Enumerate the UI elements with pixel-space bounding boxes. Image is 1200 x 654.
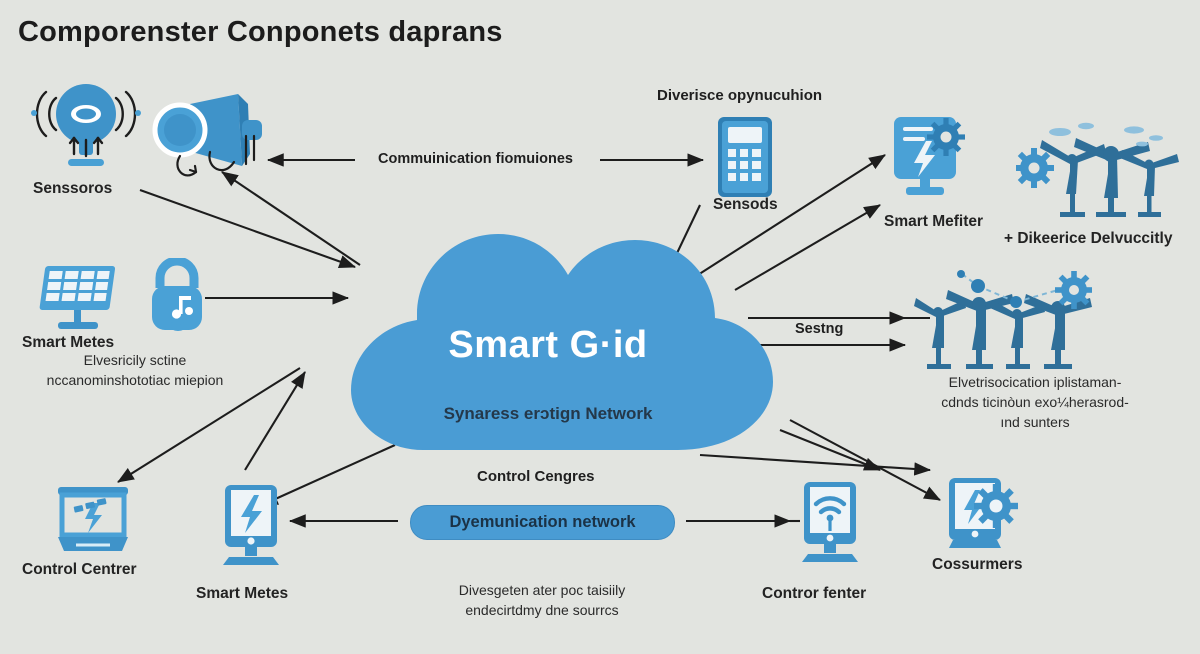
wind-turbines-icon (1016, 118, 1181, 228)
cloud-shape (351, 234, 773, 450)
cloud-subtitle: Synaress erɔtign Network (443, 404, 653, 423)
caption-left: Elvesricily sctine nccanominshototiac mi… (46, 352, 224, 388)
calculator-meter-icon (716, 117, 774, 199)
node-label-sensods: Sensods (713, 196, 778, 213)
caption-right: Elvetrisocication iplistaman- cdnds tici… (941, 374, 1129, 430)
heading-diverisce: Diverisce opynucuhion (657, 87, 823, 104)
tablet-bolt-icon (213, 485, 289, 567)
node-label-control-fenter: Contror fenter (762, 585, 867, 602)
cloud-title: Smart G·id (448, 324, 648, 366)
pill-label: Dyemunication network (449, 513, 636, 531)
lock-note-icon (140, 258, 214, 340)
page-title: Comporenster Conponets daprans (18, 16, 503, 48)
tablet-wifi-icon (800, 482, 860, 564)
tablet-bolt-gear-icon (945, 478, 1025, 556)
node-label-sensors: Senssoros (33, 180, 113, 197)
wind-network-icon (912, 268, 1092, 378)
monitor-bolt-gear-icon (890, 115, 976, 201)
communication-network-pill[interactable]: Dyemunication network (410, 505, 675, 540)
smart-grid-cloud: Smart G·id Synaress erɔtign Network (303, 222, 793, 450)
node-label-smart-meter-bottom: Smart Metes (196, 585, 289, 602)
megaphone-icon (150, 90, 265, 190)
node-label-consumers: Cossurmers (932, 556, 1023, 573)
node-label-wind-top: + Dikeerice Delvuccitly (1004, 230, 1173, 247)
control-panel-icon (52, 485, 134, 557)
edge-label-communication: Commuinication fiomuiones (372, 151, 579, 167)
edge-label-sestng: Sestng (789, 321, 850, 337)
node-label-smart-meter-right: Smart Mefiter (884, 213, 984, 230)
solar-panel-icon (34, 262, 124, 334)
node-label-control-center: Control Centrer (22, 561, 137, 578)
node-label-smart-meter-left: Smart Metes (22, 334, 115, 351)
heading-control-cengres: Control Cengres (477, 468, 595, 485)
sensor-wifi-icon (30, 80, 142, 172)
caption-bottom: Divesgeten ater poc taisiily endecirtdmy… (458, 582, 626, 618)
